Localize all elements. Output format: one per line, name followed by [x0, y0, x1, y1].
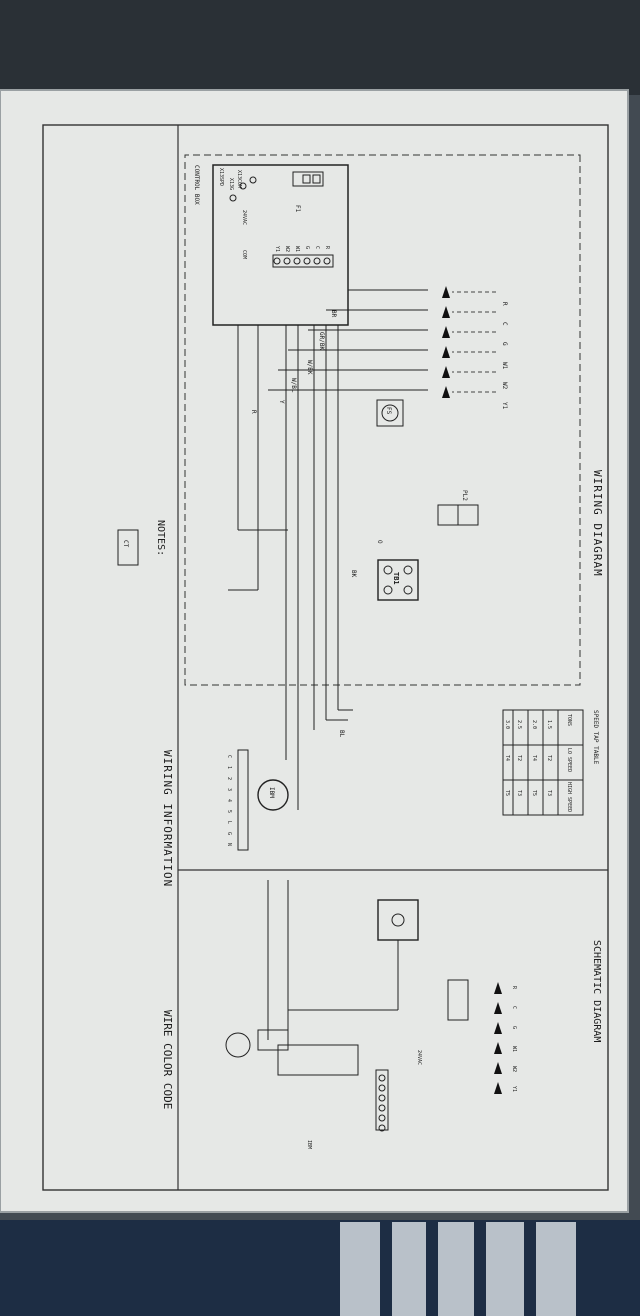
svg-text:5: 5: [226, 810, 232, 813]
speed-table-header-high: HIGH SPEED: [566, 782, 572, 812]
wire-labels: BR GR/BK W/BK W/BL Y BL R BK O: [250, 310, 383, 738]
svg-text:G: G: [304, 246, 310, 249]
svg-text:W1: W1: [294, 246, 300, 252]
control-box-outline: [184, 154, 581, 686]
svg-text:W1: W1: [511, 1046, 517, 1052]
speed-table-header-lo: LO SPEED: [566, 748, 572, 772]
tb1-relay: TB1: [377, 559, 419, 601]
harness-wires: [228, 289, 428, 810]
svg-text:W2: W2: [501, 382, 508, 390]
control-board: R C G W1 W2 Y1 F1 X13COM X13G X13SPD: [212, 164, 349, 326]
wiring-diagram-title: WIRING DIAGRAM: [591, 470, 604, 577]
svg-text:N: N: [226, 843, 232, 846]
svg-text:1.5: 1.5: [546, 720, 552, 729]
wire-color-code-title: WIRE COLOR CODE: [161, 1010, 174, 1109]
svg-text:X13SPD: X13SPD: [218, 168, 224, 186]
motor-tap-labels: C 1 2 3 4 5 L G N: [226, 755, 232, 846]
svg-text:Y1: Y1: [501, 402, 508, 410]
svg-text:3: 3: [226, 788, 232, 791]
speed-table-header-tons: TONS: [566, 714, 572, 726]
svg-text:C: C: [501, 322, 508, 326]
svg-text:T2: T2: [546, 755, 552, 761]
svg-text:T5: T5: [504, 790, 510, 796]
svg-text:IBM: IBM: [268, 787, 275, 798]
fuse-block: F1: [292, 171, 324, 213]
pl2-connector: PL2: [437, 490, 479, 526]
svg-text:24VAC: 24VAC: [416, 1050, 422, 1065]
svg-text:BR: BR: [330, 310, 337, 318]
board-terminal-block: [272, 254, 334, 268]
svg-text:W/BL: W/BL: [290, 378, 297, 393]
svg-text:C: C: [314, 246, 320, 249]
svg-text:3.0: 3.0: [504, 720, 510, 729]
board-24vac-label: 24VAC: [241, 210, 247, 225]
board-terminal-labels: R C G W1 W2 Y1: [274, 246, 330, 252]
speed-tap-table: SPEED TAP TABLE TONS LO SPEED HIGH SPEED…: [502, 709, 599, 816]
svg-text:R: R: [511, 986, 517, 990]
metal-fins: [340, 1222, 576, 1316]
diagram-frame: [42, 124, 609, 1191]
svg-text:L: L: [226, 821, 232, 824]
svg-text:BK: BK: [350, 570, 357, 578]
svg-text:R: R: [501, 302, 508, 306]
svg-text:Y: Y: [278, 400, 285, 404]
svg-text:BL: BL: [338, 730, 345, 738]
flame-sensor: FS: [376, 399, 404, 427]
svg-text:TB1: TB1: [392, 572, 400, 585]
svg-text:C: C: [226, 755, 232, 758]
notes-title: NOTES:: [155, 520, 166, 556]
svg-text:2: 2: [226, 777, 232, 780]
schematic-section: [225, 880, 469, 1076]
svg-text:2.5: 2.5: [516, 720, 522, 729]
svg-text:W/BK: W/BK: [306, 360, 313, 375]
svg-text:GR/BK: GR/BK: [318, 332, 325, 350]
svg-text:R: R: [324, 246, 330, 250]
svg-text:T3: T3: [546, 790, 552, 796]
schematic-terminal-labels: R C G W1 W2 Y1: [511, 986, 517, 1092]
schematic-thermostat-arrows: [494, 982, 502, 1094]
svg-text:T3: T3: [516, 790, 522, 796]
board-com-label: COM: [241, 250, 247, 259]
schematic-diagram-title: SCHEMATIC DIAGRAM: [591, 940, 602, 1042]
control-box-label: CONTROL BOX: [193, 165, 200, 205]
svg-text:4: 4: [226, 799, 232, 802]
svg-text:Y1: Y1: [511, 1086, 517, 1092]
svg-text:C: C: [511, 1006, 517, 1009]
svg-text:2.0: 2.0: [531, 720, 537, 729]
svg-text:1: 1: [226, 766, 232, 769]
svg-text:G: G: [226, 832, 232, 835]
svg-text:IBM: IBM: [306, 1140, 312, 1149]
svg-text:W1: W1: [501, 362, 508, 370]
thermostat-terminals: [442, 286, 450, 398]
svg-text:O: O: [376, 540, 383, 544]
blower-motor: IBM C 1 2 3 4 5 L G N: [226, 749, 289, 851]
ct-transformer: CT: [117, 529, 139, 566]
svg-text:CT: CT: [122, 540, 129, 548]
svg-text:G: G: [501, 342, 508, 346]
svg-text:X13G: X13G: [228, 178, 234, 190]
svg-text:PL2: PL2: [461, 490, 468, 501]
fuse-label: F1: [294, 205, 301, 213]
svg-text:T4: T4: [531, 755, 537, 761]
svg-text:T5: T5: [531, 790, 537, 796]
board-outputs: X13COM X13G X13SPD: [218, 168, 257, 202]
thermostat-terminal-labels: R C G W1 W2 Y1: [501, 302, 508, 410]
svg-text:W2: W2: [511, 1066, 517, 1072]
diagram-content: WIRING DIAGRAM SCHEMATIC DIAGRAM WIRING …: [42, 124, 609, 1191]
svg-text:X13COM: X13COM: [236, 170, 242, 188]
svg-text:Y1: Y1: [274, 246, 280, 252]
svg-text:R: R: [250, 410, 257, 414]
svg-text:T4: T4: [504, 755, 510, 761]
svg-text:FS: FS: [385, 407, 392, 415]
svg-text:T2: T2: [516, 755, 522, 761]
wiring-information-title: WIRING INFORMATION: [161, 750, 174, 887]
schematic-board-terminals: 24VAC IBM: [306, 1050, 422, 1149]
svg-text:G: G: [511, 1026, 517, 1029]
svg-text:SPEED TAP TABLE: SPEED TAP TABLE: [592, 710, 599, 765]
svg-text:W2: W2: [284, 246, 290, 252]
